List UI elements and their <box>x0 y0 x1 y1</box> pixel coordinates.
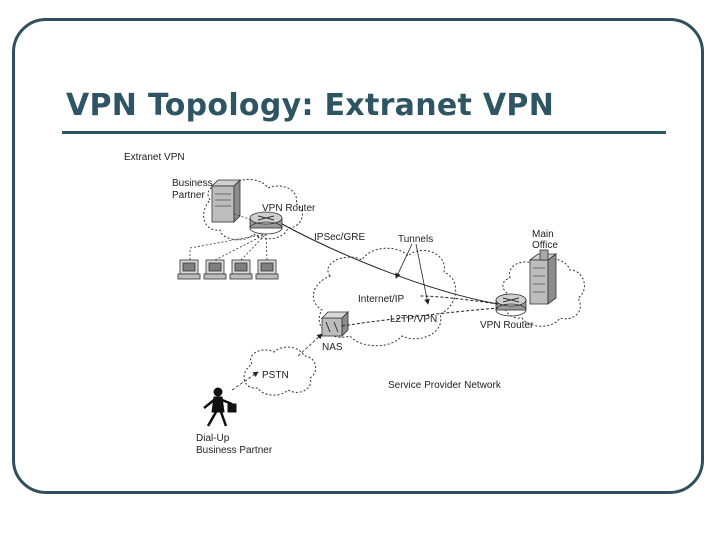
main-router-icon <box>495 293 527 317</box>
pstn-label: PSTN <box>262 370 289 381</box>
partner-workstations <box>177 213 279 280</box>
dialup-label: Dial-Up <box>196 433 230 444</box>
workstation-icon <box>177 259 201 280</box>
internet-ip-label: Internet/IP <box>358 294 404 305</box>
main-office-building-icon <box>528 249 558 305</box>
internet-cloud <box>312 247 457 347</box>
workstation-icon <box>255 259 279 280</box>
nas-label: NAS <box>322 342 343 353</box>
partner-server-icon <box>211 179 241 223</box>
workstation-icon <box>229 259 253 280</box>
partner-router-icon <box>249 211 283 235</box>
title-underline <box>62 131 666 134</box>
tunnels-pointer-arrows <box>395 243 430 305</box>
main-office-label: Main <box>532 229 554 240</box>
main-office-label-2: Office <box>532 240 558 251</box>
slide-title: VPN Topology: Extranet VPN <box>66 88 555 123</box>
tunnels-label: Tunnels <box>398 234 433 245</box>
business-partner-label: Business <box>172 178 213 189</box>
dialup-user-icon <box>203 387 237 427</box>
dialup-link <box>231 333 323 391</box>
service-provider-network-label: Service Provider Network <box>388 380 502 391</box>
pstn-cloud <box>243 346 317 396</box>
nas-icon <box>321 311 349 337</box>
dialup-label-2: Business Partner <box>196 445 273 456</box>
partner-router-label: VPN Router <box>262 203 316 214</box>
ipsec-gre-label: IPSec/GRE <box>314 232 365 243</box>
ipsec-gre-tunnel <box>281 223 499 305</box>
diagram-caption: Extranet VPN <box>124 152 185 163</box>
slide-frame <box>12 18 704 494</box>
l2tp-vpn-label: L2TP/VPN <box>390 314 437 325</box>
workstation-icon <box>203 259 227 280</box>
business-partner-label-2: Partner <box>172 190 205 201</box>
main-router-label: VPN Router <box>480 320 534 331</box>
